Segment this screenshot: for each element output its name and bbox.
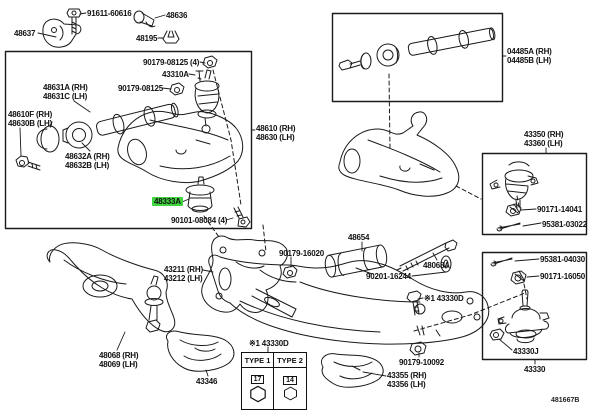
part-label-91611-60616[interactable]: 91611-60616 [87, 9, 132, 18]
knuckle-drawing [201, 235, 297, 318]
dustcover-43346-drawing [166, 330, 235, 372]
shaft-kit-drawing [338, 27, 496, 71]
balljoint-43350-drawing [489, 161, 539, 209]
part-label-43355[interactable]: 43355 (RH) [387, 371, 427, 380]
part-label-43350[interactable]: 43350 (RH) [524, 130, 564, 139]
part-label-48068[interactable]: 48068 (RH) [99, 351, 139, 360]
clip-48195 [162, 30, 180, 44]
part-label-48195[interactable]: 48195 [136, 34, 158, 43]
part-label-48637[interactable]: 48637 [14, 29, 36, 38]
part-label-43310a[interactable]: 43310A [162, 70, 189, 79]
upper-arm-drawing [117, 110, 244, 184]
part-label-48333a-highlighted[interactable]: 48333A [152, 197, 183, 206]
screw-43310a-icon [195, 70, 204, 82]
part-label-48630[interactable]: 48630 (LH) [256, 133, 295, 142]
bolt-91611 [66, 8, 82, 35]
part-label-43211[interactable]: 43211 (RH) [164, 265, 203, 274]
part-label-48632b[interactable]: 48632B (LH) [65, 161, 110, 170]
assembly-dashed-lines [203, 69, 528, 332]
bolt-type-table: TYPE 1 TYPE 2 17 14 [241, 352, 307, 410]
part-label-90101-08084[interactable]: 90101-08084 (4) [171, 216, 228, 225]
nut-90179-16020-icon [282, 265, 298, 279]
bolt-90101-drawing [233, 206, 251, 228]
part-label-43360[interactable]: 43360 (LH) [524, 139, 563, 148]
camplate-drawing [36, 121, 60, 153]
part-label-43346[interactable]: 43346 [196, 377, 218, 386]
part-label-43330j[interactable]: 43330J [513, 347, 539, 356]
part-label-48630b[interactable]: 48630B (LH) [8, 119, 53, 128]
type2-header: TYPE 2 [274, 353, 306, 368]
balljoint-43330j-drawing [497, 289, 550, 344]
part-label-43330[interactable]: 43330 [524, 365, 546, 374]
lower-balljoint-48333-drawing [185, 176, 215, 213]
part-label-48610[interactable]: 48610 (RH) [256, 124, 296, 133]
shield-43355-drawing [321, 353, 384, 388]
arm-shaft-drawing [96, 102, 179, 136]
type1-header: TYPE 1 [242, 353, 274, 368]
type2-bolt-size: 14 [283, 376, 297, 385]
shaft-kit-group-box [331, 12, 504, 103]
upper-arm-rh-drawing [338, 111, 460, 197]
figure-code: 481667B [551, 397, 580, 404]
clamp-43330j-icon [489, 328, 505, 341]
part-label-90201-16244[interactable]: 90201-16244 [366, 272, 411, 281]
part-label-48631c[interactable]: 48631C (LH) [43, 92, 88, 101]
part-label-90179-08125[interactable]: 90179-08125 [118, 84, 163, 93]
part-label-90171-16050[interactable]: 90171-16050 [540, 272, 585, 281]
type1-cell: 17 [242, 368, 274, 409]
part-label-48654[interactable]: 48654 [348, 233, 370, 242]
nut-90171-16050-icon [510, 270, 527, 285]
type2-cell: 14 [274, 368, 306, 409]
bolt-48068a-drawing [396, 239, 458, 272]
bolt-43330d-icon [406, 290, 422, 316]
lower-balljoint-group-box [481, 251, 588, 361]
upper-balljoint-43310-drawing [194, 69, 220, 134]
part-label-04485a[interactable]: 04485A (RH) [507, 47, 552, 56]
cotterpin-95381-03022-icon [496, 222, 521, 232]
lower-arm-lh-drawing [46, 242, 176, 333]
part-label-48069[interactable]: 48069 (LH) [99, 360, 138, 369]
bolt-head-icon [249, 385, 266, 402]
cotterpin-95381-04030-icon [490, 257, 513, 267]
lower-arm-rh-drawing [208, 254, 490, 345]
clip-48636 [133, 10, 156, 28]
upper-arm-group-box [4, 50, 253, 230]
part-label-43356[interactable]: 43356 (LH) [387, 380, 426, 389]
label-leader-lines [19, 12, 547, 377]
bushing-48632-drawing [62, 121, 93, 149]
part-label-95381-03022[interactable]: 95381-03022 [542, 220, 587, 229]
part-label-90179-16020[interactable]: 90179-16020 [279, 249, 324, 258]
type1-bolt-size: 17 [250, 374, 265, 384]
part-label-43212[interactable]: 43212 (LH) [164, 274, 203, 283]
part-label-90179-08125-4[interactable]: 90179-08125 (4) [143, 58, 200, 67]
upper-balljoint-group-box [481, 152, 588, 236]
part-label-95381-04030[interactable]: 95381-04030 [540, 255, 585, 264]
bushing-48654-drawing [324, 244, 388, 278]
hexbolt-48610f-drawing [15, 155, 41, 171]
part-label-48631a[interactable]: 48631A (RH) [43, 83, 88, 92]
part-label-90171-14041[interactable]: 90171-14041 [537, 205, 582, 214]
part-label-48068a[interactable]: 48068A [423, 261, 450, 270]
part-label-90179-10092[interactable]: 90179-10092 [399, 358, 444, 367]
nut-90179-10092-icon [409, 341, 427, 356]
nut-90179-top-icon [202, 55, 218, 69]
part-label-48632a[interactable]: 48632A (RH) [65, 152, 110, 161]
part-label-48610f[interactable]: 48610F (RH) [8, 110, 53, 119]
bolt-head-icon [283, 386, 297, 401]
part-label-48636[interactable]: 48636 [166, 11, 188, 20]
part-label-43330d-table[interactable]: ※1 43330D [249, 339, 289, 348]
balljoint-lh-drawing [144, 275, 164, 333]
nut-90179-left-icon [169, 82, 185, 96]
part-label-04485b[interactable]: 04485B (LH) [507, 56, 552, 65]
nut-90171-14041-icon [505, 203, 522, 217]
part-label-43330d-arm[interactable]: ※1 43330D [424, 294, 464, 303]
